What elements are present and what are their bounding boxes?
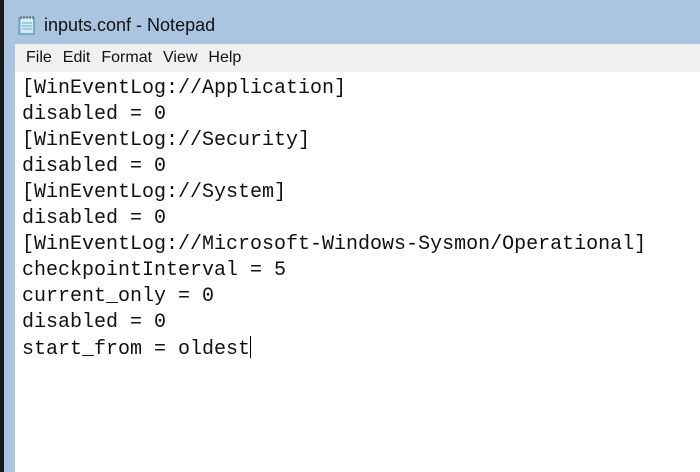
text-editor[interactable]: [WinEventLog://Application] disabled = 0…	[15, 72, 700, 472]
text-line: disabled = 0	[22, 207, 167, 230]
text-line: disabled = 0	[22, 155, 167, 178]
menu-bar: File Edit Format View Help	[15, 44, 700, 72]
menu-help[interactable]: Help	[208, 49, 242, 66]
notepad-icon	[18, 16, 35, 35]
menu-format[interactable]: Format	[101, 49, 153, 66]
text-caret	[250, 336, 252, 358]
text-line: checkpointInterval = 5	[22, 259, 287, 282]
notepad-window: File Edit Format View Help [WinEventLog:…	[15, 44, 700, 472]
menu-file[interactable]: File	[26, 49, 52, 66]
menu-view[interactable]: View	[163, 49, 198, 66]
title-bar[interactable]	[4, 0, 700, 44]
text-line-last: start_from = oldest	[22, 336, 700, 362]
window-title: inputs.conf - Notepad	[44, 15, 216, 35]
text-line: current_only = 0	[22, 285, 215, 308]
menu-edit[interactable]: Edit	[62, 49, 91, 66]
window-border	[0, 0, 4, 472]
text-line-content: start_from = oldest	[22, 338, 251, 361]
text-line: [WinEventLog://Application]	[22, 77, 347, 100]
text-line: [WinEventLog://Microsoft-Windows-Sysmon/…	[22, 233, 647, 256]
text-line: disabled = 0	[22, 311, 167, 334]
text-line: [WinEventLog://System]	[22, 181, 287, 204]
text-line: [WinEventLog://Security]	[22, 129, 311, 152]
text-line: disabled = 0	[22, 103, 167, 126]
